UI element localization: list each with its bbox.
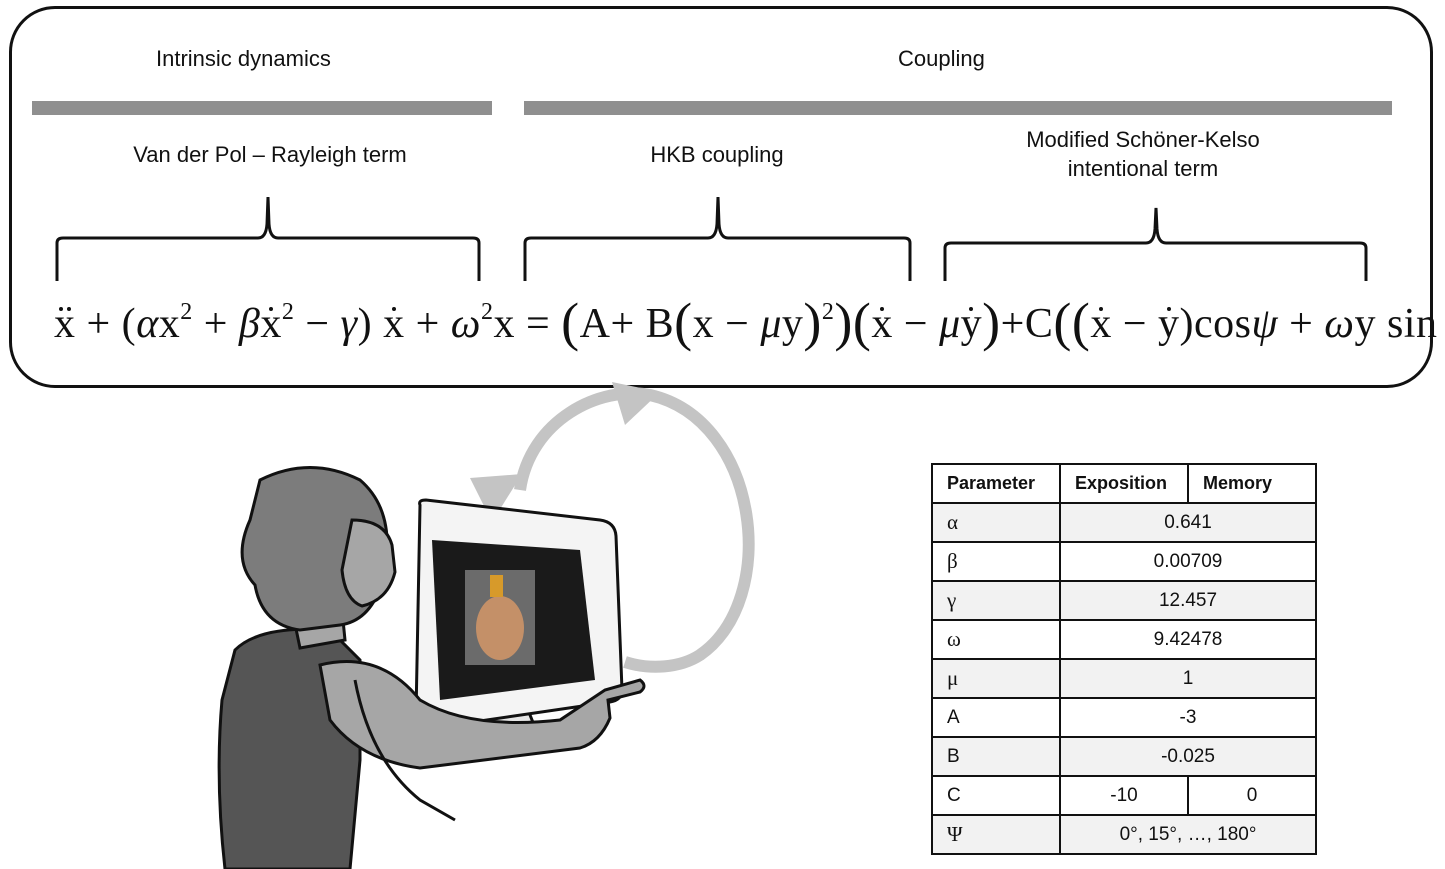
- vdp-term-text: Van der Pol – Rayleigh term: [133, 142, 407, 167]
- eq-psi: ψ: [1251, 301, 1279, 347]
- y-dot: y: [960, 301, 983, 347]
- param-value: 0.00709: [1059, 541, 1317, 582]
- eq-x: x: [493, 301, 515, 347]
- coupling-bar: [524, 101, 1392, 115]
- vdp-brace: [55, 196, 481, 281]
- person-arm: [318, 660, 646, 770]
- param-symbol: ω: [931, 619, 1061, 660]
- feedback-loop-arrow: [514, 387, 755, 673]
- eq-mu: μ: [939, 301, 961, 347]
- param-symbol: α: [931, 502, 1061, 543]
- loop-arrowhead-top: [612, 382, 660, 425]
- equation-frame: [9, 6, 1433, 388]
- eq-omega: ω: [450, 301, 481, 347]
- hand-image-stick: [490, 575, 503, 597]
- param-symbol: A: [931, 697, 1061, 738]
- param-value: 9.42478: [1059, 619, 1317, 660]
- eq-y: y: [781, 301, 804, 347]
- param-value: 1: [1059, 658, 1317, 699]
- sk-brace: [943, 207, 1368, 281]
- param-symbol: β: [931, 541, 1061, 582]
- eq-y: y: [1354, 301, 1376, 347]
- eq-sin: sin: [1386, 301, 1438, 347]
- x-dot: x: [871, 301, 893, 347]
- eq-cos: cos: [1194, 301, 1252, 347]
- param-value-exposition: -10: [1059, 775, 1189, 816]
- sk-term-label: Modified Schöner-Kelso intentional term: [943, 125, 1343, 183]
- x-dot: x: [260, 301, 282, 347]
- col-exposition: Exposition: [1059, 463, 1189, 504]
- eq-x: x: [158, 301, 181, 347]
- param-symbol: γ: [931, 580, 1061, 621]
- param-value: 0°, 15°, …, 180°: [1059, 814, 1317, 855]
- table-row: Ψ 0°, 15°, …, 180°: [931, 814, 1317, 855]
- table-row: β 0.00709: [931, 541, 1317, 582]
- param-value: -0.025: [1059, 736, 1317, 777]
- col-memory: Memory: [1187, 463, 1317, 504]
- eq-gamma: γ: [340, 301, 358, 347]
- loop-arrowhead-bottom: [470, 474, 522, 522]
- sk-term-line1: Modified Schöner-Kelso: [1026, 127, 1260, 152]
- vdp-term-label: Van der Pol – Rayleigh term: [60, 140, 480, 169]
- hkb-term-label: HKB coupling: [527, 140, 907, 169]
- col-parameter: Parameter: [931, 463, 1061, 504]
- x-dot: x: [383, 301, 405, 347]
- eq-A: A: [579, 301, 611, 347]
- eq-sup-2c: 2: [480, 299, 494, 325]
- hkb-term-text: HKB coupling: [650, 142, 784, 167]
- eq-C: C: [1024, 301, 1054, 347]
- hand-image: [476, 596, 524, 660]
- param-value: 12.457: [1059, 580, 1317, 621]
- brace-layer: [55, 196, 1368, 281]
- param-symbol: C: [931, 775, 1061, 816]
- sk-term-line2: intentional term: [1067, 156, 1219, 181]
- eq-x: x: [692, 301, 715, 347]
- eq-omega: ω: [1324, 301, 1355, 347]
- participant-illustration: [217, 382, 755, 869]
- table-row: C -10 0: [931, 775, 1317, 816]
- person-face: [340, 518, 397, 608]
- x-ddot: x: [54, 301, 76, 347]
- param-value-memory: 0: [1187, 775, 1317, 816]
- param-value: 0.641: [1059, 502, 1317, 543]
- intrinsic-bar: [32, 101, 492, 115]
- eq-sup-2d: 2: [821, 299, 835, 325]
- coupling-header: Coupling: [898, 46, 985, 71]
- eq-alpha: α: [136, 301, 159, 347]
- table-row: A -3: [931, 697, 1317, 738]
- eq-beta: β: [238, 301, 261, 347]
- param-value: -3: [1059, 697, 1317, 738]
- eq-sup-2b: 2: [281, 299, 295, 325]
- table-row: μ 1: [931, 658, 1317, 699]
- y-dot: y: [1158, 301, 1180, 347]
- param-symbol: μ: [931, 658, 1061, 699]
- hkb-equation: x + (αx2 + βx2 − γ) x + ω2x = (A+ B(x − …: [54, 292, 1438, 352]
- table-row: B -0.025: [931, 736, 1317, 777]
- table-row: ω 9.42478: [931, 619, 1317, 660]
- hkb-brace: [523, 196, 912, 281]
- person-shoulder: [353, 679, 456, 822]
- x-dot: x: [1090, 301, 1112, 347]
- param-symbol: B: [931, 736, 1061, 777]
- eq-sup-2a: 2: [180, 299, 193, 325]
- eq-mu: μ: [760, 301, 782, 347]
- intrinsic-dynamics-header: Intrinsic dynamics: [156, 46, 331, 71]
- eq-B: B: [645, 301, 675, 347]
- table-row: γ 12.457: [931, 580, 1317, 621]
- parameter-table: Parameter Exposition Memory α 0.641 β 0.…: [931, 463, 1317, 855]
- param-symbol: Ψ: [931, 814, 1061, 855]
- table-row: α 0.641: [931, 502, 1317, 543]
